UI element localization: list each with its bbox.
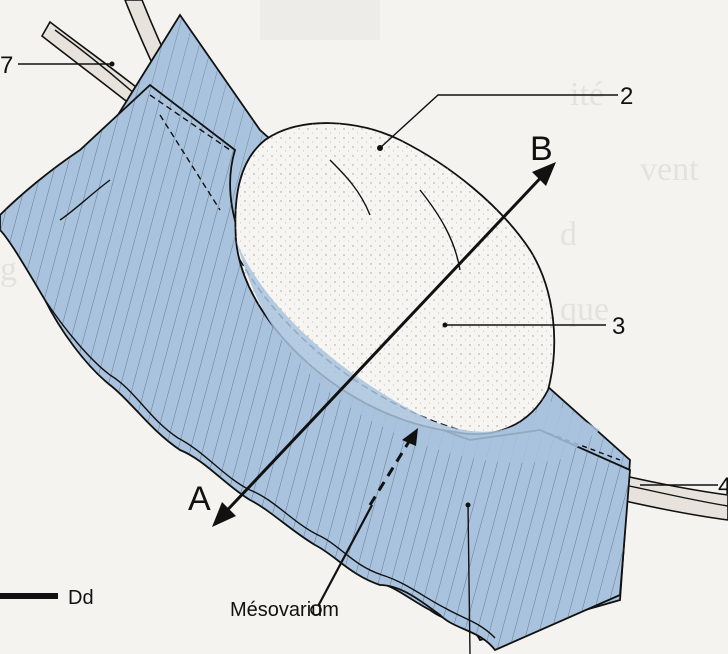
legend-dd-label: Dd (68, 587, 94, 609)
axis-line-ab (216, 168, 550, 522)
labels: 7 2 3 4 B A Mésovarium (0, 52, 728, 621)
svg-text:vent: vent (640, 151, 699, 188)
leader-2 (379, 94, 618, 149)
axis-label-a: A (188, 480, 211, 518)
label-4: 4 (718, 473, 728, 500)
mesovarium-pointer (310, 428, 418, 616)
label-3: 3 (612, 313, 625, 340)
label-7: 7 (0, 52, 13, 79)
section-axis (212, 162, 556, 527)
arrowhead-b (532, 162, 556, 186)
svg-text:que: que (560, 291, 609, 328)
label-2: 2 (620, 83, 633, 110)
ovary (234, 122, 600, 464)
svg-text:d: d (560, 216, 577, 253)
leader-bottom (467, 504, 471, 654)
leader-lines (18, 61, 718, 654)
label-mesovarium: Mésovarium (230, 599, 339, 621)
svg-text:g: g (0, 251, 17, 288)
arrowhead-a (212, 502, 236, 527)
background-text: ité vent d que g (0, 0, 699, 328)
legend-dd-bar (0, 593, 58, 599)
legend-dd: Dd (0, 587, 94, 609)
axis-label-b: B (530, 130, 553, 168)
